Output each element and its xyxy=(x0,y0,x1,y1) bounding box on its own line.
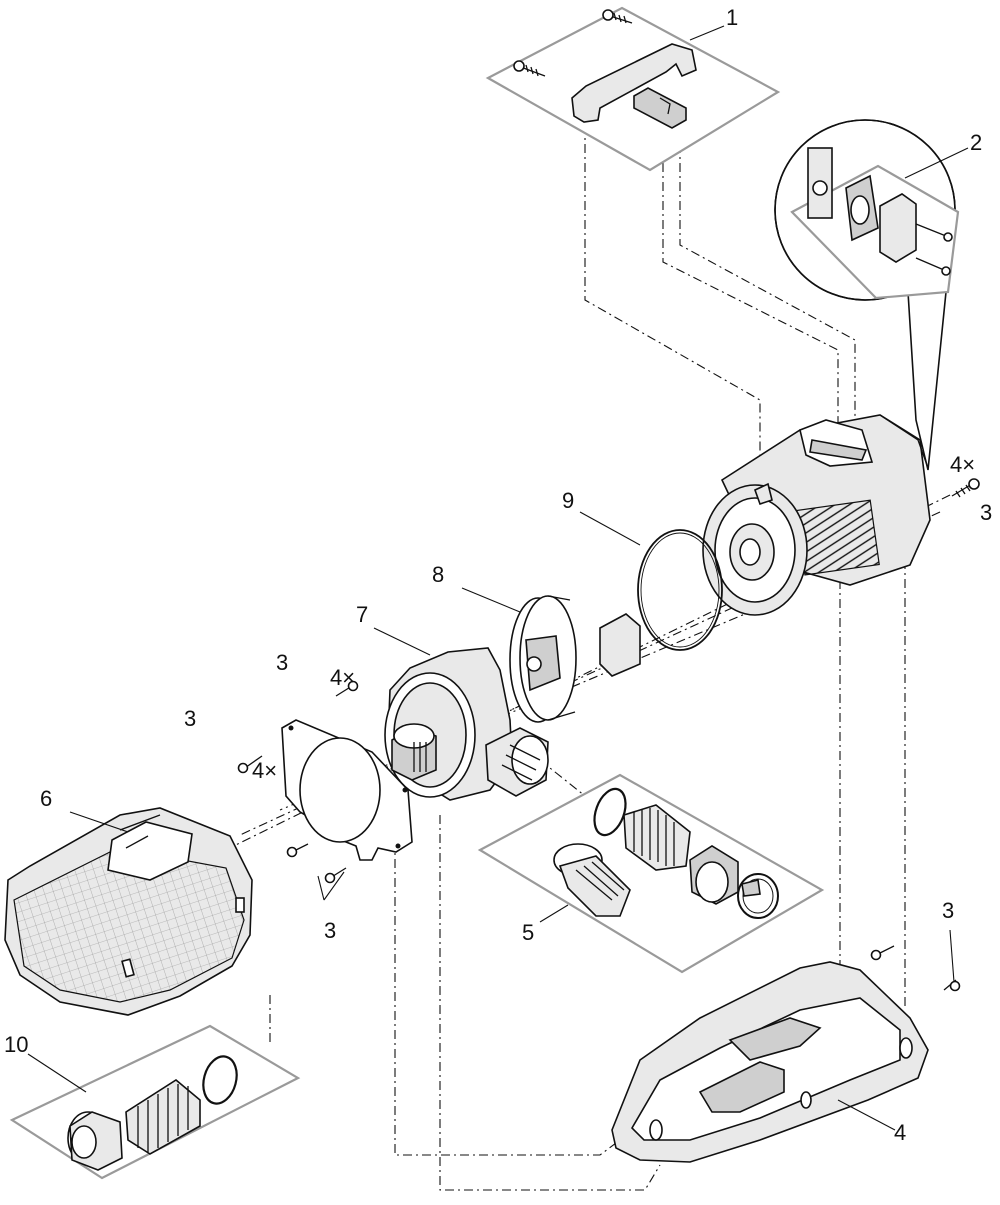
handle-clip xyxy=(633,87,687,129)
part-8-rotor xyxy=(509,595,641,723)
label-part-1: 1 xyxy=(726,5,738,30)
screws-3-base xyxy=(870,945,961,992)
handle-screw-left xyxy=(513,60,546,77)
front-plate xyxy=(281,719,413,861)
motor-housing xyxy=(702,414,931,616)
label-part-3-base: 3 xyxy=(942,898,954,923)
screws-3-left xyxy=(237,680,359,884)
part-7-volute-housing xyxy=(384,647,549,801)
part-6-filter-basket xyxy=(4,807,253,1016)
part-9-o-ring xyxy=(637,529,723,651)
screw-3-right xyxy=(951,478,980,498)
label-part-10: 10 xyxy=(4,1032,28,1057)
part-labels: 1 2 4× 3 9 8 7 3 4× 3 4× 6 3 5 3 10 4 xyxy=(4,5,992,1145)
label-part-3-left: 3 xyxy=(184,706,196,731)
part-5-hose-kit-panel xyxy=(477,773,825,974)
part-2-detail-callout xyxy=(774,119,960,471)
part-10-adapter-panel xyxy=(9,1024,301,1180)
handle-bar xyxy=(571,43,697,123)
label-qty-4x-top: 4× xyxy=(330,665,355,690)
leader-lines xyxy=(27,25,969,1131)
label-part-5: 5 xyxy=(522,920,534,945)
handle-screw-top xyxy=(602,9,633,24)
label-part-3-top: 3 xyxy=(276,650,288,675)
label-qty-4x-left: 4× xyxy=(252,758,277,783)
label-part-4: 4 xyxy=(894,1120,906,1145)
label-qty-4x-right: 4× xyxy=(950,452,975,477)
label-part-7: 7 xyxy=(356,602,368,627)
label-part-3-right: 3 xyxy=(980,500,992,525)
label-part-8: 8 xyxy=(432,562,444,587)
part-4-base xyxy=(611,961,929,1163)
label-part-2: 2 xyxy=(970,130,982,155)
part-1-handle-panel xyxy=(485,6,781,172)
label-part-6: 6 xyxy=(40,786,52,811)
label-part-3-bottom: 3 xyxy=(324,918,336,943)
label-part-9: 9 xyxy=(562,488,574,513)
